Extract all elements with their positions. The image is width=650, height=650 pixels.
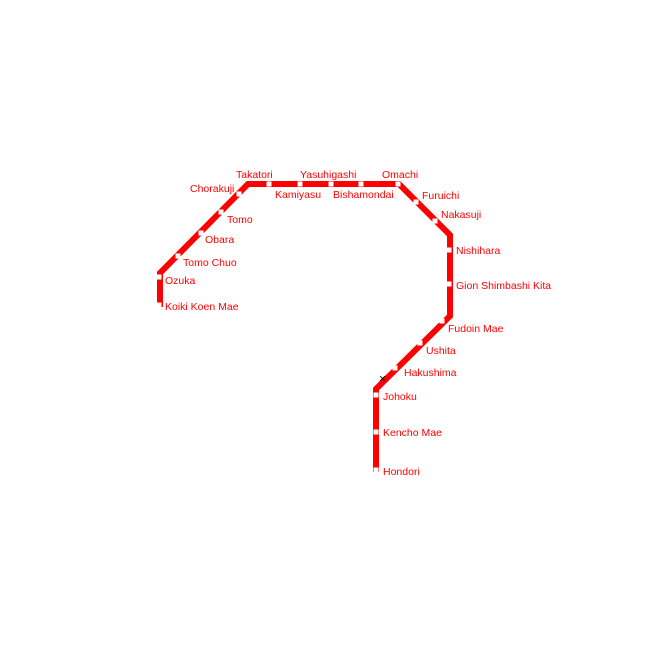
station[interactable]: Furuichi <box>413 190 460 205</box>
station[interactable]: Takatori <box>236 169 273 187</box>
station[interactable]: Bishamondai <box>333 181 394 202</box>
route-line <box>157 181 453 472</box>
station-label: Johoku <box>383 391 417 403</box>
station[interactable]: Chorakuji <box>190 183 242 197</box>
station-marker[interactable] <box>175 253 181 259</box>
station[interactable]: Tomo <box>218 209 253 227</box>
station[interactable]: Omachi <box>382 169 418 187</box>
station-label: Hondori <box>383 466 420 478</box>
station-marker[interactable] <box>392 365 398 371</box>
station-marker[interactable] <box>156 302 162 308</box>
station-marker[interactable] <box>198 230 204 236</box>
station[interactable]: Tomo Chuo <box>175 253 237 270</box>
station-label: Fudoin Mae <box>448 323 504 335</box>
station-label: Takatori <box>236 169 273 181</box>
station-marker[interactable] <box>413 199 419 205</box>
station[interactable]: Nishihara <box>446 245 501 257</box>
station-label: Ushita <box>426 345 456 357</box>
station-label: Koiki Koen Mae <box>165 301 239 313</box>
station[interactable]: Yasuhigashi <box>300 169 356 187</box>
station[interactable]: Kencho Mae <box>373 427 443 439</box>
station-label: Omachi <box>382 169 418 181</box>
station[interactable]: Kamiyasu <box>275 181 321 202</box>
station-label: Gion Shimbashi Kita <box>456 280 551 292</box>
station-marker[interactable] <box>156 274 162 280</box>
station-label: Hakushima <box>404 367 457 379</box>
station-label: Bishamondai <box>333 189 394 201</box>
station-marker[interactable] <box>373 467 379 473</box>
station-label: Chorakuji <box>190 183 234 195</box>
station-marker[interactable] <box>266 181 272 187</box>
station[interactable]: Ushita <box>417 340 456 358</box>
station[interactable]: Obara <box>198 230 235 247</box>
station-marker[interactable] <box>218 209 224 215</box>
station[interactable]: Gion Shimbashi Kita <box>446 280 552 292</box>
station[interactable]: Fudoin Mae <box>439 318 504 336</box>
station[interactable]: Koiki Koen Mae <box>156 301 239 313</box>
station-marker[interactable] <box>358 181 364 187</box>
station-marker[interactable] <box>432 218 438 224</box>
station-label: Furuichi <box>422 190 459 202</box>
station-label: Kamiyasu <box>275 189 321 201</box>
station-label: Yasuhigashi <box>300 169 356 181</box>
station[interactable]: Johoku <box>373 391 418 403</box>
station-label: Kencho Mae <box>383 427 442 439</box>
station-marker[interactable] <box>373 392 379 398</box>
station-label: Ozuka <box>165 275 196 287</box>
station-label: Nakasuji <box>441 209 481 221</box>
station-marker[interactable] <box>328 181 334 187</box>
station-label: Nishihara <box>456 245 501 257</box>
station[interactable]: Hondori <box>373 466 420 478</box>
station-marker[interactable] <box>439 318 445 324</box>
station-marker[interactable] <box>297 181 303 187</box>
station[interactable]: Hakushima <box>392 365 457 380</box>
station[interactable]: Nakasuji <box>432 209 482 224</box>
cursor-icon <box>379 375 386 382</box>
station-label: Tomo Chuo <box>183 257 237 269</box>
station-marker[interactable] <box>373 429 379 435</box>
station-marker[interactable] <box>395 181 401 187</box>
station-label: Obara <box>205 234 234 246</box>
station-label: Tomo <box>227 214 253 226</box>
station-marker[interactable] <box>417 340 423 346</box>
station[interactable]: Ozuka <box>156 274 196 288</box>
station-marker[interactable] <box>446 247 452 253</box>
station-marker[interactable] <box>236 191 242 197</box>
station-marker[interactable] <box>446 281 452 287</box>
